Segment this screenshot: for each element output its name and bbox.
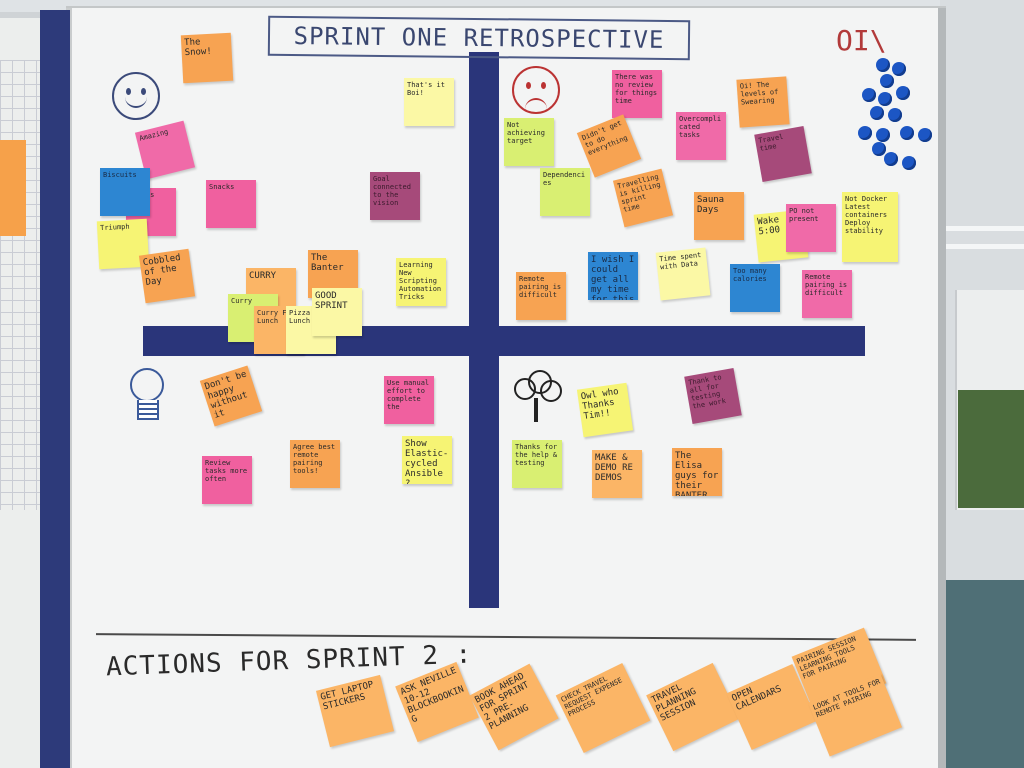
magnet-icon[interactable]	[900, 126, 914, 140]
sticky-note[interactable]: Goal connected to the vision	[370, 172, 420, 220]
background-plant	[958, 390, 1024, 508]
sticky-note[interactable]: That's it Boi!	[404, 78, 454, 126]
magnet-icon[interactable]	[918, 128, 932, 142]
sticky-note[interactable]: Remote pairing is difficult	[802, 270, 852, 318]
sticky-note[interactable]: Travel time	[754, 126, 812, 182]
sticky-note[interactable]: Not Docker Latest containers Deploy stab…	[842, 192, 898, 262]
magnet-icon[interactable]	[870, 106, 884, 120]
magnet-icon[interactable]	[876, 58, 890, 72]
sticky-note[interactable]: Not achieving target	[504, 118, 554, 166]
retrospective-title: SPRINT ONE RETROSPECTIVE	[267, 15, 691, 61]
magnet-icon[interactable]	[892, 62, 906, 76]
magnet-icon[interactable]	[878, 92, 892, 106]
sticky-note[interactable]: Cobbled of the Day	[138, 248, 196, 304]
sticky-note[interactable]: GOOD SPRINT	[312, 288, 362, 336]
sticky-note[interactable]: Agree best remote pairing tools!	[290, 440, 340, 488]
sticky-note[interactable]: Show Elastic-cycled Ansible ?	[402, 436, 452, 484]
sticky-note[interactable]: Use manual effort to complete the	[384, 376, 434, 424]
magnet-icon[interactable]	[888, 108, 902, 122]
sticky-note[interactable]: Review tasks more often	[202, 456, 252, 504]
sticky-note[interactable]: Remote pairing is difficult	[516, 272, 566, 320]
sticky-note[interactable]: PO not present	[786, 204, 836, 252]
ceiling-light	[945, 244, 1024, 249]
sticky-note[interactable]: Thank to all for testing the work	[684, 368, 742, 424]
sticky-note[interactable]: Sauna Days	[694, 192, 744, 240]
magnet-icon[interactable]	[880, 74, 894, 88]
sticky-note[interactable]: Oi! The levels of Swearing	[736, 76, 790, 128]
magnet-icon[interactable]	[884, 152, 898, 166]
sticky-note[interactable]: Dependencies	[540, 168, 590, 216]
oi-mark: OI\	[836, 24, 887, 57]
sticky-note[interactable]: Too many calories	[730, 264, 780, 312]
tree-icon	[510, 370, 562, 422]
sticky-note[interactable]: Thanks for the help & testing	[512, 440, 562, 488]
lightbulb-icon	[126, 368, 166, 422]
magnet-icon[interactable]	[872, 142, 886, 156]
sticky-note[interactable]: Biscuits	[100, 168, 150, 216]
sticky-note[interactable]: MAKE & DEMO RE DEMOS	[592, 450, 642, 498]
blue-tape-border	[40, 10, 70, 768]
sticky-note[interactable]: Time spent with Data	[655, 247, 711, 301]
sticky-note[interactable]: I wish I could get all my time for this	[588, 252, 638, 300]
left-board-sticky-note	[0, 140, 26, 236]
happy-face-icon	[112, 72, 160, 120]
left-board-grid	[0, 60, 47, 510]
sad-face-icon	[512, 66, 560, 114]
magnet-icon[interactable]	[876, 128, 890, 142]
sticky-note[interactable]: Learning New Scripting Automation Tricks	[396, 258, 446, 306]
magnet-icon[interactable]	[858, 126, 872, 140]
sticky-note[interactable]: There was no review for things time	[612, 70, 662, 118]
sticky-note[interactable]: The Elisa guys for their BANTER	[672, 448, 722, 496]
magnet-icon[interactable]	[902, 156, 916, 170]
magnet-icon[interactable]	[896, 86, 910, 100]
sticky-note[interactable]: Overcomplicated tasks	[676, 112, 726, 160]
sticky-note[interactable]: The Snow!	[180, 32, 234, 84]
sticky-note[interactable]: Snacks	[206, 180, 256, 228]
magnet-icon[interactable]	[862, 88, 876, 102]
ceiling-light	[945, 226, 1024, 231]
floor	[945, 580, 1024, 768]
sticky-note[interactable]: Owl who Thanks Tim!!	[576, 382, 634, 438]
